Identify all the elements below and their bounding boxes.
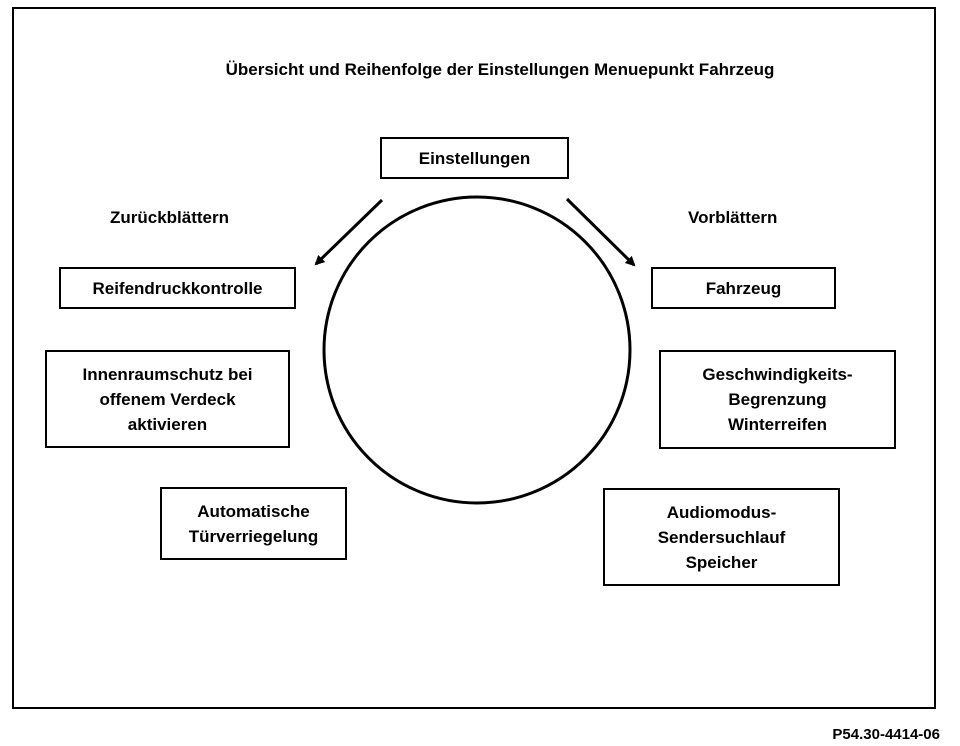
diagram-title: Übersicht und Reihenfolge der Einstellun… <box>225 60 775 79</box>
node-audiomodus: Audiomodus- Sendersuchlauf Speicher <box>603 488 840 586</box>
label-forward: Vorblättern <box>688 208 778 227</box>
node-einstellungen: Einstellungen <box>380 137 569 179</box>
arrow-backward <box>314 198 384 266</box>
label-backward: Zurückblättern <box>110 208 230 227</box>
node-reifendruckkontrolle: Reifendruckkontrolle <box>59 267 296 309</box>
figure-code: P54.30-4414-06 <box>832 726 940 743</box>
arrow-forward <box>565 197 636 267</box>
node-geschwindigkeitsbegrenzung: Geschwindigkeits- Begrenzung Winterreife… <box>659 350 896 449</box>
node-innenraumschutz: Innenraumschutz bei offenem Verdeck akti… <box>45 350 290 448</box>
cycle-circle <box>322 195 632 505</box>
node-fahrzeug: Fahrzeug <box>651 267 836 309</box>
diagram-frame <box>12 7 936 709</box>
node-tuerverriegelung: Automatische Türverriegelung <box>160 487 347 560</box>
